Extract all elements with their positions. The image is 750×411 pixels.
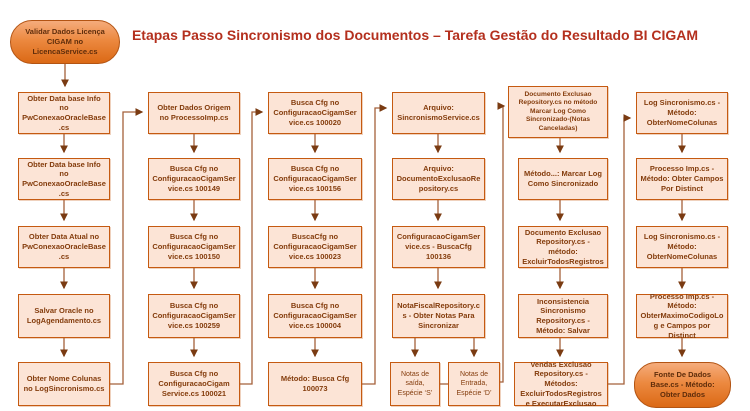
flow-node-c4-r5-saida: Notas de saída, Espécie ‘S’	[390, 362, 440, 406]
connector-c1-to-c2	[110, 108, 144, 385]
flow-node-c3-r4: Busca Cfg no ConfiguracaoCigamService.cs…	[268, 294, 362, 338]
flow-node-c3-r3: BuscaCfg no ConfiguracaoCigamService.cs …	[268, 226, 362, 268]
flow-node-c5-r2: Método...: Marcar Log Como Sincronizado	[518, 158, 608, 200]
flow-end-node: Fonte De Dados Base.cs - Método: Obter D…	[634, 362, 731, 408]
flow-node-c4-r1: Arquivo: SincronismoService.cs	[392, 92, 485, 134]
page-title: Etapas Passo Sincronismo dos Documentos …	[131, 27, 699, 43]
flow-node-c1-r1: Obter Data base Info no PwConexaoOracleB…	[18, 92, 110, 134]
connector-entrada-to-c5	[497, 102, 506, 383]
flow-node-c6-r1: Log Sincronismo.cs - Método: ObterNomeCo…	[636, 92, 728, 134]
flow-node-c3-r5: Método: Busca Cfg 100073	[268, 362, 362, 406]
flow-node-c1-r2: Obter Data base Info no PwConexaoOracleB…	[18, 158, 110, 200]
connector-c3-to-c4	[362, 104, 388, 385]
connector-c2-to-c3	[240, 108, 264, 385]
flow-node-c3-r1: Busca Cfg no ConfiguracaoCigamService.cs…	[268, 92, 362, 134]
flow-start-node: Validar Dados Licença CIGAM no LicencaSe…	[10, 20, 120, 64]
flow-node-c3-r2: Busca Cfg no ConfiguracaoCigamService.cs…	[268, 158, 362, 200]
flow-node-c4-r4: NotaFiscalRepository.cs - Obter Notas Pa…	[392, 294, 485, 338]
flow-node-c6-r2: Processo Imp.cs - Método: Obter Campos P…	[636, 158, 728, 200]
flow-node-c2-r3: Busca Cfg no ConfiguracaoCigamService.cs…	[148, 226, 240, 268]
flow-node-c1-r3: Obter Data Atual no PwConexaoOracleBase.…	[18, 226, 110, 268]
flow-node-c5-r3: Documento Exclusao Repository.cs - métod…	[518, 226, 608, 268]
flow-node-c6-r4: Processo Imp.cs - Método: ObterMaximoCod…	[636, 292, 728, 340]
flow-node-c4-r5-entrada: Notas de Entrada, Espécie ‘D’	[448, 362, 500, 406]
flow-node-c2-r2: Busca Cfg no ConfiguracaoCigamService.cs…	[148, 158, 240, 200]
flow-node-c4-r3: ConfiguracaoCigamService.cs - BuscaCfg 1…	[392, 226, 485, 268]
flow-node-c2-r5: Busca Cfg no ConfiguracaoCigam Service.c…	[148, 362, 240, 406]
flow-node-c1-r4: Salvar Oracle no LogAgendamento.cs	[18, 294, 110, 338]
flow-node-c2-r4: Busca Cfg no ConfiguracaoCigamService.cs…	[148, 294, 240, 338]
flow-node-c2-r1: Obter Dados Origem no ProcessoImp.cs	[148, 92, 240, 134]
flow-node-c1-r5: Obter Nome Colunas no LogSincronismo.cs	[18, 362, 110, 406]
flow-node-c4-r2: Arquivo: DocumentoExclusaoRepository.cs	[392, 158, 485, 200]
flow-node-c5-r4: Inconsistencia Sincronismo Repository.cs…	[518, 294, 608, 338]
flow-node-c5-r5: Vendas Exclusao Repository.cs - Métodos:…	[514, 360, 608, 408]
flow-node-c6-r3: Log Sincronismo.cs - Método: ObterNomeCo…	[636, 226, 728, 268]
connector-c5-to-c6	[608, 114, 632, 385]
flow-node-c5-r1: Documento Exclusao Repository.cs no méto…	[508, 86, 608, 138]
